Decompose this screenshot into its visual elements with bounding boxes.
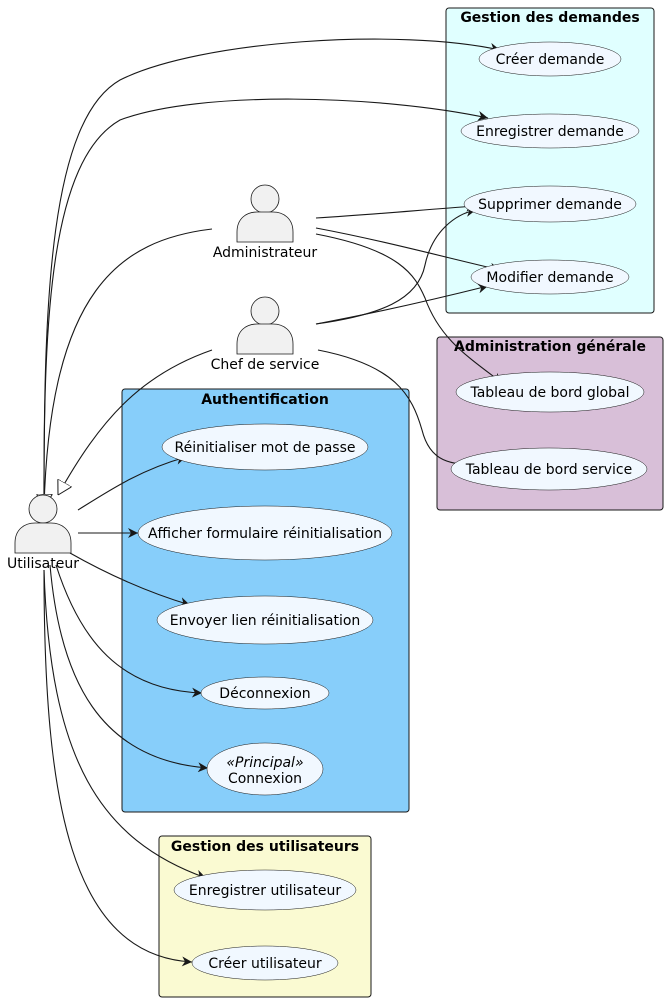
- usecase-label: Tableau de bord service: [465, 462, 633, 478]
- actor-icon: [236, 296, 294, 355]
- edge-utilisateur-creer-demande: [43, 38, 501, 496]
- usecase-deconnexion[interactable]: Déconnexion: [200, 676, 330, 710]
- usecase-label: Enregistrer demande: [476, 124, 624, 140]
- edge-administrateur-supprimer-demande: [315, 201, 477, 219]
- usecase-afficher-formulaire-reinitialisation[interactable]: Afficher formulaire réinitialisation: [137, 505, 393, 561]
- package-title: Gestion des utilisateurs: [171, 839, 359, 855]
- usecase-creer-utilisateur[interactable]: Créer utilisateur: [191, 945, 339, 981]
- edge-utilisateur-enregistrer-utilisateur: [43, 569, 207, 880]
- actor-label: Chef de service: [211, 357, 320, 373]
- usecase-reinitialiser-mot-de-passe[interactable]: Réinitialiser mot de passe: [161, 423, 369, 471]
- actor-label: Administrateur: [213, 245, 318, 261]
- edge-utilisateur-connexion: [49, 564, 209, 773]
- usecase-label: Supprimer demande: [478, 197, 622, 213]
- actor-utilisateur[interactable]: Utilisateur: [7, 494, 79, 572]
- usecase-label: Afficher formulaire réinitialisation: [148, 526, 382, 542]
- usecase-connexion[interactable]: «Principal» Connexion: [206, 742, 324, 796]
- usecase-enregistrer-demande[interactable]: Enregistrer demande: [460, 113, 640, 149]
- package-title: Administration générale: [454, 339, 646, 355]
- edge-chef-modifier-demande: [315, 283, 489, 325]
- usecase-label: Réinitialiser mot de passe: [175, 440, 356, 456]
- usecase-tableau-de-bord-global[interactable]: Tableau de bord global: [455, 371, 645, 413]
- edge-utilisateur-enregistrer-demande: [43, 98, 489, 496]
- usecase-label: Déconnexion: [219, 686, 310, 702]
- generalization-administrateur-utilisateur: [44, 228, 213, 508]
- usecase-stereotype: «Principal»: [226, 755, 303, 771]
- actor-chef-de-service[interactable]: Chef de service: [211, 296, 320, 373]
- usecase-enregistrer-utilisateur[interactable]: Enregistrer utilisateur: [173, 869, 357, 911]
- edge-administrateur-modifier-demande: [315, 227, 501, 273]
- actor-label: Utilisateur: [7, 556, 79, 572]
- edge-chef-tableau-service: [317, 349, 483, 470]
- actor-icon: [236, 184, 294, 243]
- edge-utilisateur-deconnexion: [55, 564, 203, 698]
- actor-icon: [14, 494, 72, 554]
- usecase-label: Enregistrer utilisateur: [189, 883, 341, 899]
- actor-administrateur[interactable]: Administrateur: [213, 184, 318, 261]
- relationships: [43, 38, 503, 967]
- edge-utilisateur-reinit-mdp: [77, 454, 187, 511]
- usecase-modifier-demande[interactable]: Modifier demande: [470, 259, 630, 295]
- generalization-chef-service-utilisateur: [58, 349, 213, 495]
- package-title: Authentification: [201, 392, 329, 408]
- edge-administrateur-tableau-global: [315, 233, 503, 384]
- package-gestion-demandes: Gestion des demandes: [445, 7, 655, 314]
- edge-utilisateur-envoyer-lien: [69, 552, 191, 607]
- usecase-label: Créer demande: [496, 52, 605, 68]
- usecase-envoyer-lien-reinitialisation[interactable]: Envoyer lien réinitialisation: [156, 595, 374, 645]
- usecase-label: Tableau de bord global: [469, 385, 629, 401]
- usecase-label: Connexion: [228, 771, 302, 787]
- usecase-label: Modifier demande: [486, 270, 613, 286]
- package-title: Gestion des demandes: [460, 10, 639, 26]
- usecase-supprimer-demande[interactable]: Supprimer demande: [463, 185, 637, 223]
- edge-utilisateur-creer-utilisateur: [43, 569, 193, 967]
- usecase-creer-demande[interactable]: Créer demande: [478, 41, 622, 77]
- usecase-label: Créer utilisateur: [208, 956, 322, 972]
- usecase-label: Envoyer lien réinitialisation: [170, 613, 361, 629]
- usecase-tableau-de-bord-service[interactable]: Tableau de bord service: [450, 447, 648, 491]
